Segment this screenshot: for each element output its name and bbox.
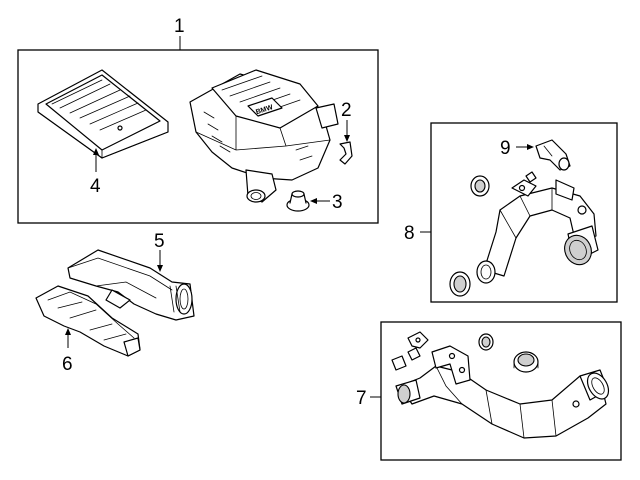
housing-clip [339, 141, 353, 165]
arrow-4 [93, 148, 99, 155]
callout-9: 9 [500, 138, 511, 159]
charge-pipe-upper [476, 179, 599, 284]
charge-pipe-lower [395, 345, 610, 439]
pipe-clip-upper [407, 331, 429, 349]
box-air-cleaner-assembly [17, 49, 379, 224]
pressure-sensor-elbow [535, 139, 571, 171]
air-filter-element [37, 69, 169, 159]
seal-ring-lower [449, 271, 471, 297]
lower-intake-duct [35, 285, 141, 357]
callout-2: 2 [341, 100, 352, 121]
arrow-5 [157, 265, 163, 272]
arrow-6 [65, 328, 71, 335]
callout-7: 7 [356, 388, 367, 409]
callout-4: 4 [90, 176, 101, 197]
upper-intake-duct [67, 249, 195, 321]
pipe-clip-lower [391, 355, 407, 371]
small-clip [525, 171, 537, 183]
arrow-2 [344, 135, 350, 142]
pipe-bolt [407, 347, 421, 361]
pipe-grommet-large [513, 351, 539, 373]
callout-6: 6 [62, 354, 73, 375]
box-charge-pipe-upper [430, 122, 618, 303]
pipe-grommet-small [478, 333, 494, 351]
air-cleaner-housing: BMW [189, 69, 339, 203]
arrow-3 [310, 198, 317, 204]
callout-5: 5 [154, 231, 165, 252]
seal-ring-upper [470, 175, 490, 197]
callout-8: 8 [404, 223, 415, 244]
callout-1: 1 [174, 16, 185, 37]
box-charge-pipe-lower [380, 321, 622, 461]
mounting-grommet [286, 190, 310, 212]
arrow-9 [527, 144, 534, 150]
callout-3: 3 [332, 192, 343, 213]
